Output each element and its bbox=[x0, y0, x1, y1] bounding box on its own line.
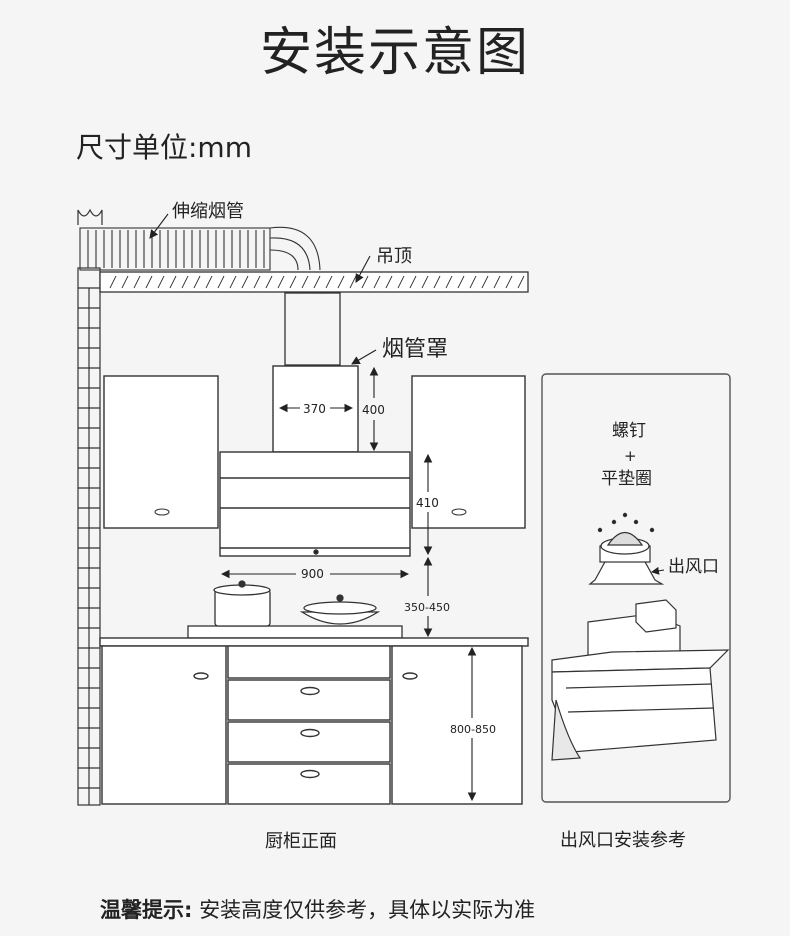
label-duct: 伸缩烟管 bbox=[172, 201, 244, 222]
caption-front: 厨柜正面 bbox=[265, 831, 337, 852]
dim-800-850: 800-850 bbox=[450, 723, 496, 736]
dimension-lines bbox=[220, 366, 477, 802]
base-cabinets bbox=[99, 637, 529, 805]
brick-wall bbox=[77, 208, 103, 806]
ceiling-board bbox=[99, 271, 529, 293]
label-outlet: 出风口 bbox=[668, 557, 719, 577]
upper-cabinet-left bbox=[103, 375, 219, 529]
label-plus: + bbox=[624, 447, 637, 465]
leader-lines bbox=[149, 213, 377, 365]
label-screw: 螺钉 bbox=[612, 421, 646, 441]
outlet-part bbox=[588, 512, 665, 585]
stove-with-pots bbox=[187, 580, 403, 639]
range-hood bbox=[219, 451, 411, 557]
dim-900: 900 bbox=[301, 567, 324, 581]
tip-prefix: 温馨提示: bbox=[100, 898, 193, 922]
dim-400: 400 bbox=[362, 403, 385, 417]
tip-text: 安装高度仅供参考，具体以实际为准 bbox=[192, 898, 536, 922]
label-washer: 平垫圈 bbox=[601, 469, 652, 489]
upper-cabinet-right bbox=[411, 375, 526, 529]
warm-tip: 温馨提示: 安装高度仅供参考，具体以实际为准 bbox=[100, 894, 535, 924]
unit-label: 尺寸单位:mm bbox=[76, 131, 252, 164]
chimney-upper bbox=[284, 292, 341, 366]
dim-410: 410 bbox=[416, 496, 439, 510]
caption-outlet: 出风口安装参考 bbox=[560, 830, 686, 851]
outlet-reference-panel: 螺钉 + 平垫圈 出风口 bbox=[541, 373, 731, 803]
dim-350-450: 350-450 bbox=[404, 601, 450, 614]
dim-370: 370 bbox=[303, 402, 326, 416]
hood-3d bbox=[551, 599, 730, 761]
page-title: 安装示意图 bbox=[259, 23, 530, 83]
label-ceiling: 吊顶 bbox=[376, 246, 412, 267]
label-cover: 烟管罩 bbox=[382, 337, 448, 362]
flexible-duct bbox=[79, 226, 321, 271]
